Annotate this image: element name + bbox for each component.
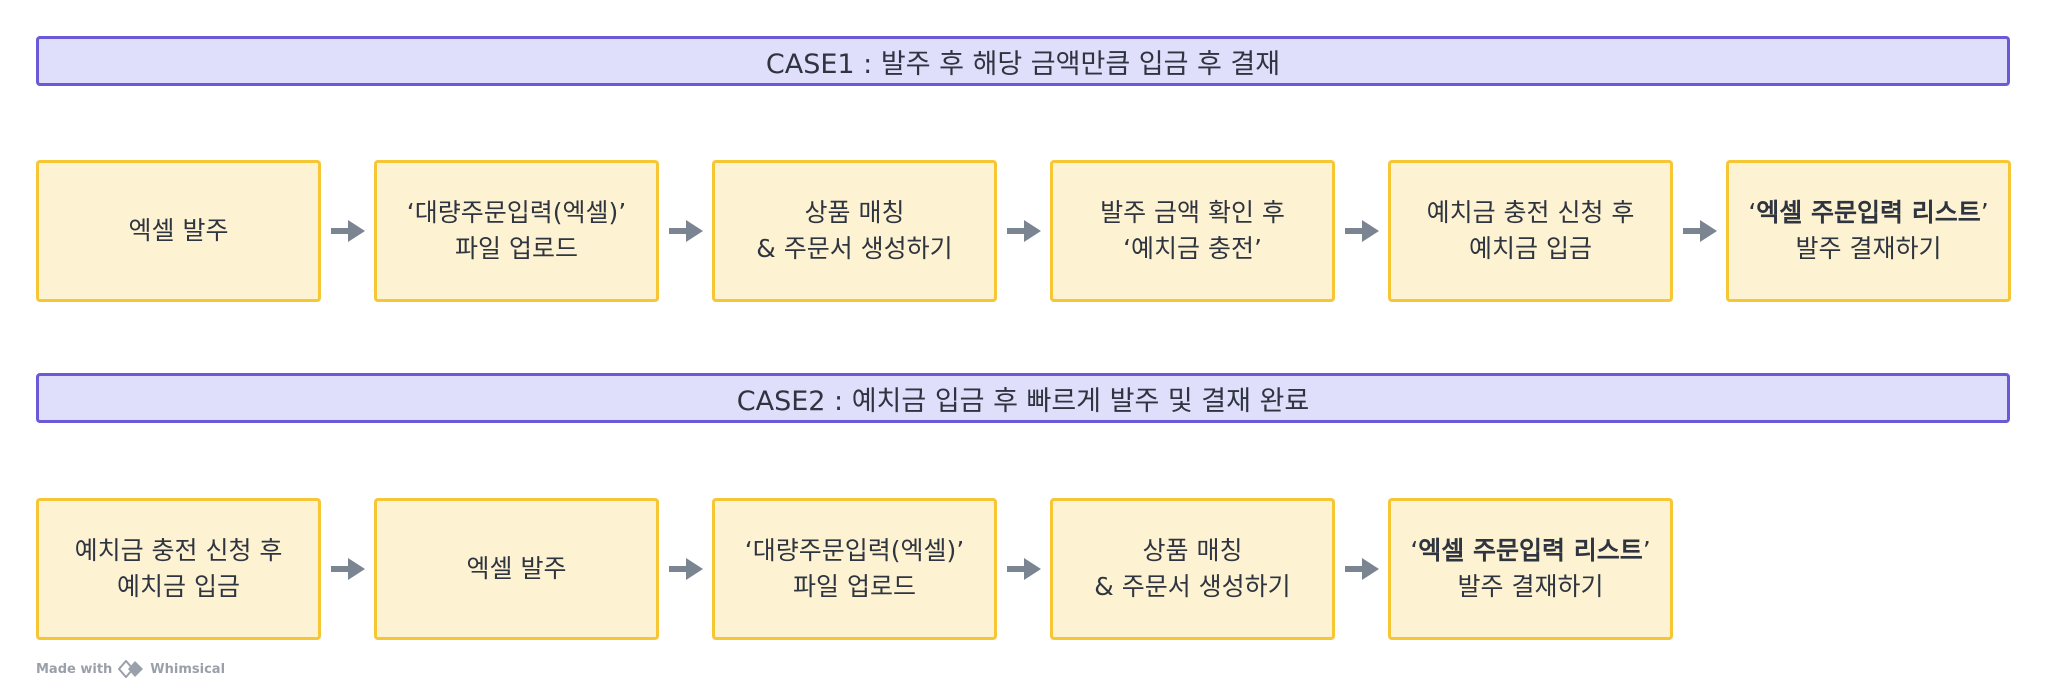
case2-step-file-upload: ‘대량주문입력(엑셀)’ 파일 업로드	[712, 498, 997, 640]
case2-step-excel-order: 엑셀 발주	[374, 498, 659, 640]
arrow-right-icon	[669, 558, 703, 580]
step-label-line2: 발주 결재하기	[1795, 234, 1942, 263]
quote-close: ’	[1980, 198, 1989, 227]
whimsical-brand-label: Whimsical	[150, 661, 226, 677]
case2-header: CASE2 : 예치금 입금 후 빠르게 발주 및 결재 완료	[36, 373, 2010, 423]
case1-step-confirm-amount: 발주 금액 확인 후 ‘예치금 충전’	[1050, 160, 1335, 302]
list-name: 엑셀 주문입력 리스트	[1756, 198, 1981, 227]
step-label-line1: 엑셀 발주	[466, 554, 567, 583]
arrow-right-icon	[1683, 220, 1717, 242]
case1-header: CASE1 : 발주 후 해당 금액만큼 입금 후 결재	[36, 36, 2010, 86]
arrow-right-icon	[1345, 220, 1379, 242]
case1-step-excel-order: 엑셀 발주	[36, 160, 321, 302]
step-label-line1: ‘대량주문입력(엑셀)’	[406, 198, 627, 227]
quote-open: ‘	[1410, 536, 1419, 565]
case2-header-label: CASE2 : 예치금 입금 후 빠르게 발주 및 결재 완료	[736, 385, 1310, 417]
arrow-right-icon	[1345, 558, 1379, 580]
quote-close: ’	[1642, 536, 1651, 565]
step-label-line1: 상품 매칭	[1142, 536, 1243, 565]
case1-step-product-matching: 상품 매칭 & 주문서 생성하기	[712, 160, 997, 302]
case2-step-deposit: 예치금 충전 신청 후 예치금 입금	[36, 498, 321, 640]
arrow-right-icon	[331, 558, 365, 580]
step-label-line2: 예치금 입금	[117, 572, 240, 601]
step-label-line2: 파일 업로드	[793, 572, 916, 601]
arrow-right-icon	[1007, 558, 1041, 580]
case2-step-order-payment: ‘엑셀 주문입력 리스트’ 발주 결재하기	[1388, 498, 1673, 640]
quote-open: ‘	[1748, 198, 1757, 227]
step-label-line1: 엑셀 발주	[128, 216, 229, 245]
step-label-line2: 파일 업로드	[455, 234, 578, 263]
step-label-line2: 예치금 입금	[1469, 234, 1592, 263]
step-label-line2: & 주문서 생성하기	[1094, 572, 1291, 601]
arrow-right-icon	[331, 220, 365, 242]
step-label-line2: 발주 결재하기	[1457, 572, 1604, 601]
step-label-line2: & 주문서 생성하기	[756, 234, 953, 263]
case1-step-deposit: 예치금 충전 신청 후 예치금 입금	[1388, 160, 1673, 302]
arrow-right-icon	[1007, 220, 1041, 242]
case1-step-file-upload: ‘대량주문입력(엑셀)’ 파일 업로드	[374, 160, 659, 302]
step-label-line1: ‘엑셀 주문입력 리스트’	[1410, 533, 1650, 569]
step-label-line1: 발주 금액 확인 후	[1100, 198, 1285, 227]
made-with-label: Made with	[36, 661, 113, 677]
arrow-right-icon	[669, 220, 703, 242]
made-with-whimsical-watermark[interactable]: Made with Whimsical	[36, 659, 225, 679]
case2-step-product-matching: 상품 매칭 & 주문서 생성하기	[1050, 498, 1335, 640]
step-label-line2: ‘예치금 충전’	[1123, 234, 1262, 263]
step-label-line1: ‘대량주문입력(엑셀)’	[744, 536, 965, 565]
step-label-line1: ‘엑셀 주문입력 리스트’	[1748, 195, 1988, 231]
step-label-line1: 예치금 충전 신청 후	[74, 536, 283, 565]
whimsical-logo-icon	[118, 660, 144, 678]
step-label-line1: 예치금 충전 신청 후	[1426, 198, 1635, 227]
step-label-line1: 상품 매칭	[804, 198, 905, 227]
case1-header-label: CASE1 : 발주 후 해당 금액만큼 입금 후 결재	[765, 48, 1281, 80]
case1-step-order-payment: ‘엑셀 주문입력 리스트’ 발주 결재하기	[1726, 160, 2011, 302]
list-name: 엑셀 주문입력 리스트	[1418, 536, 1643, 565]
